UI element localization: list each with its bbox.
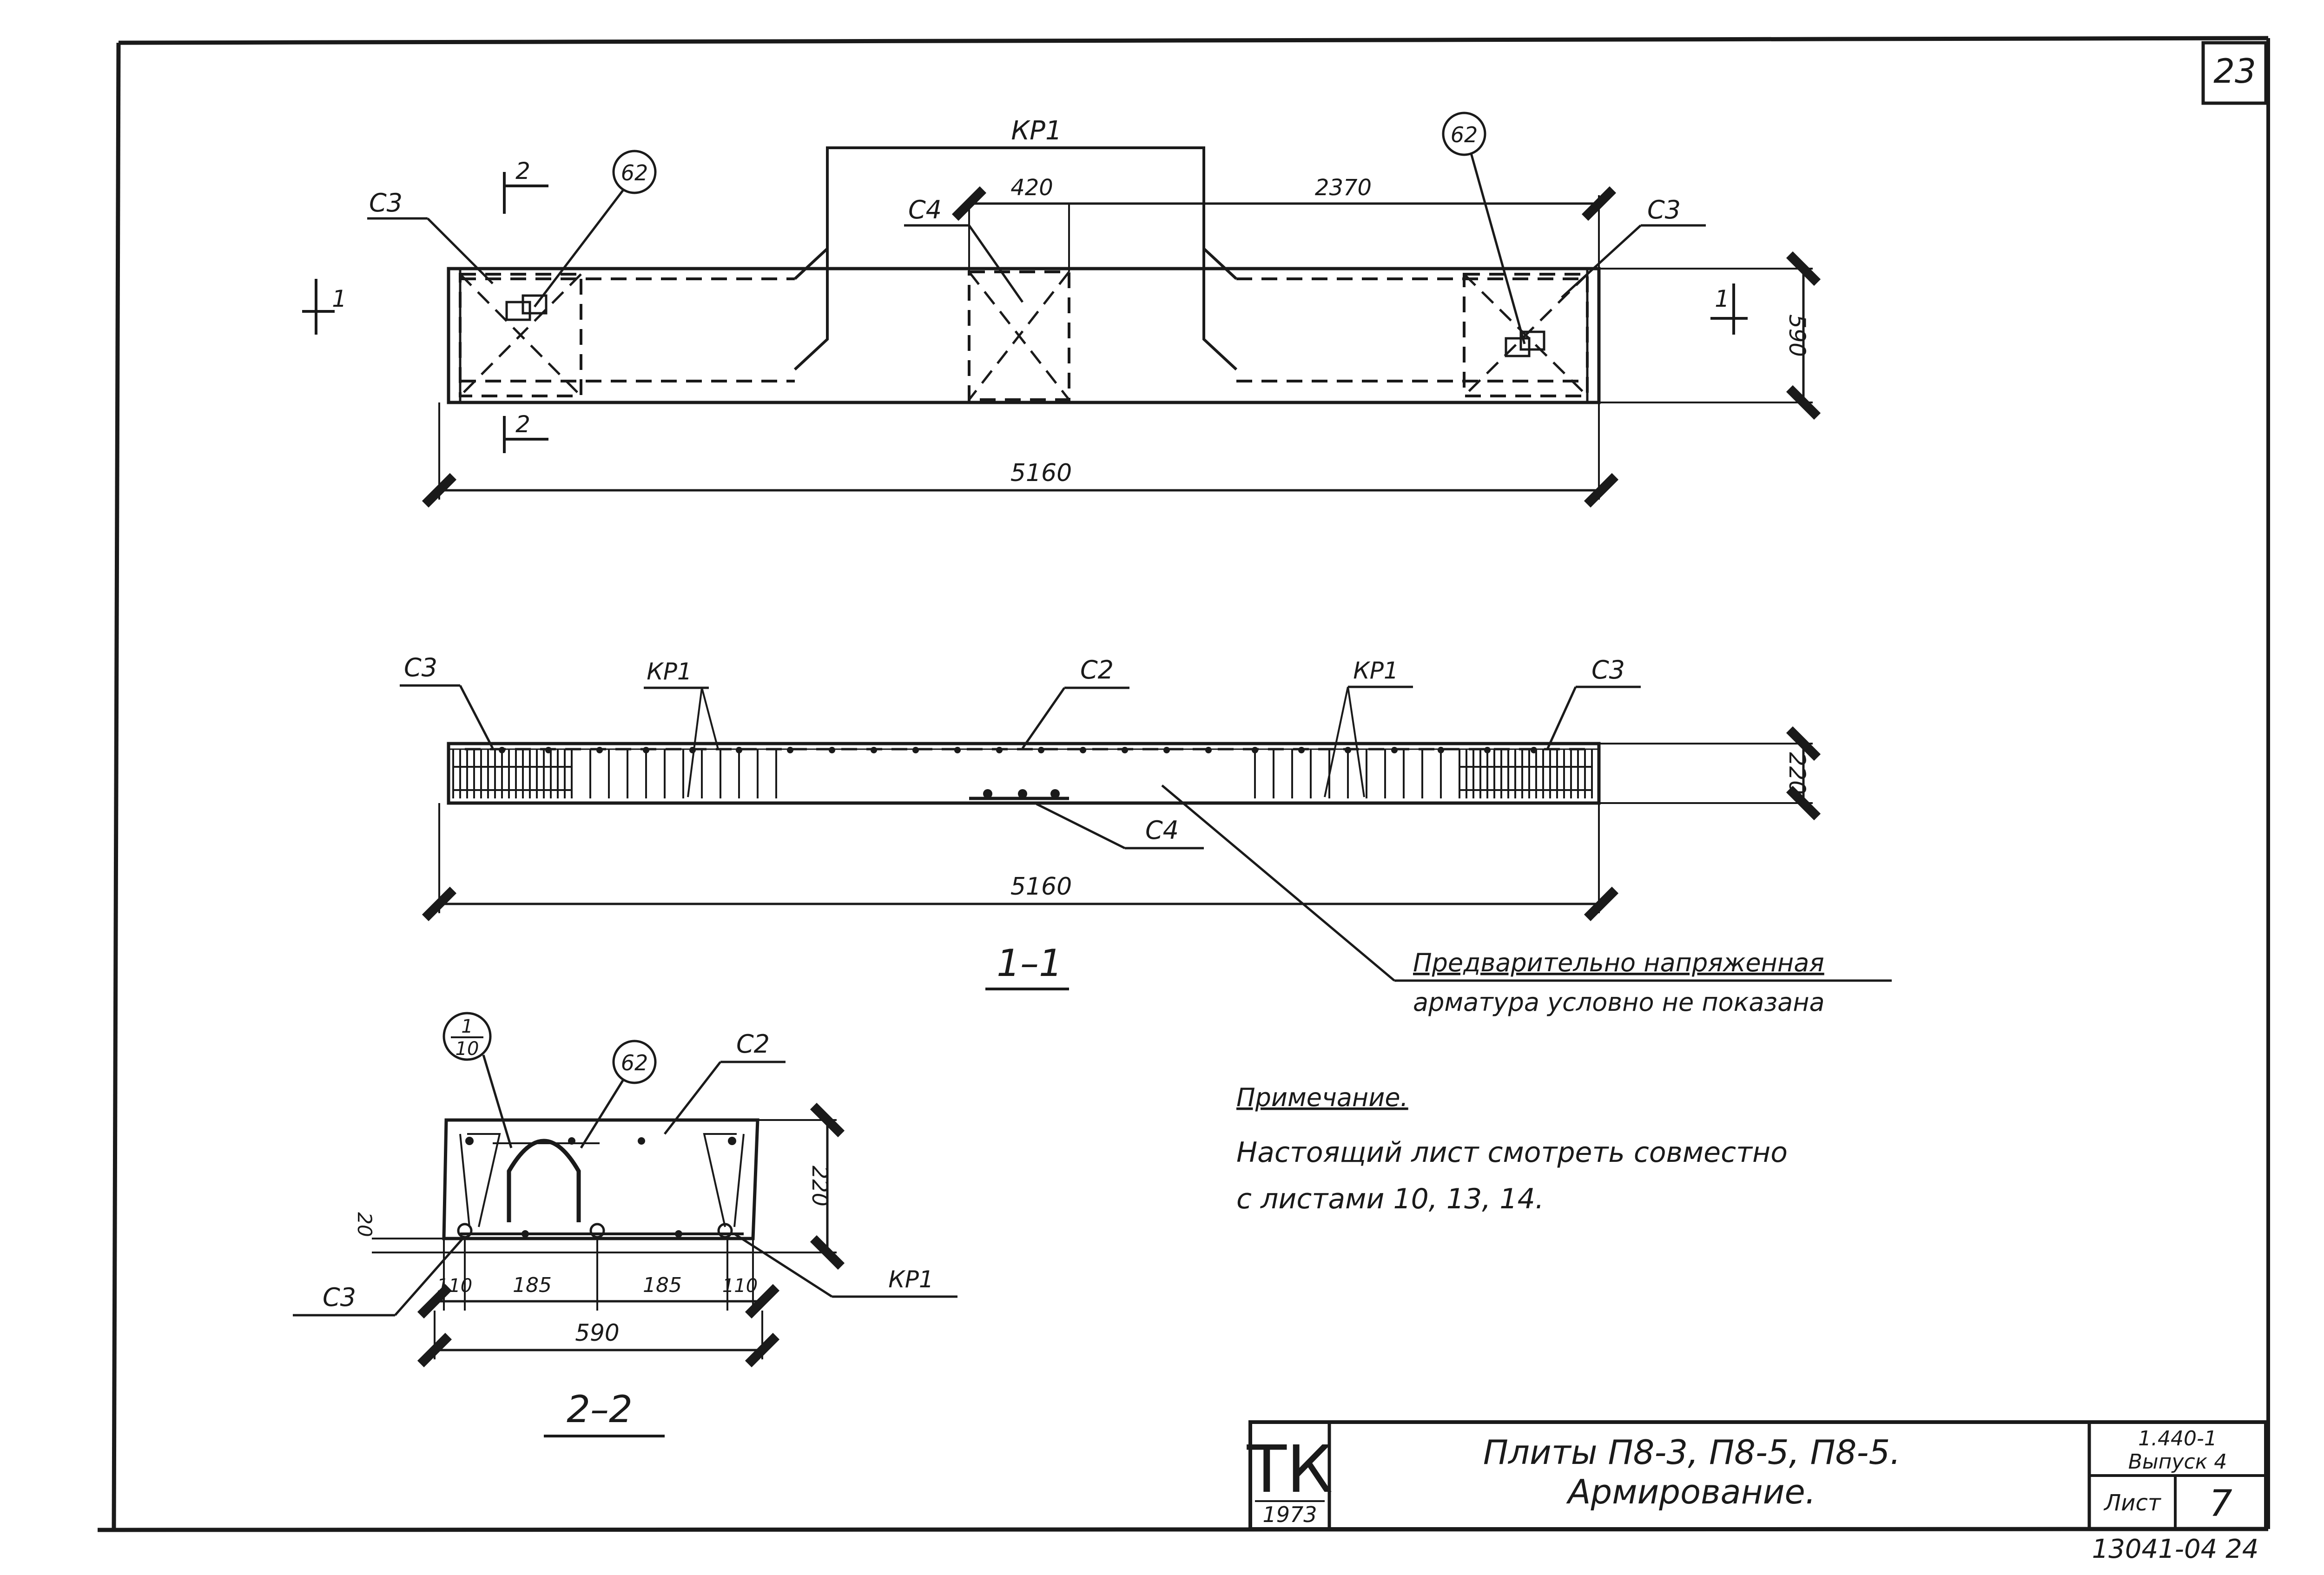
- sheet-label: Лист: [2103, 1490, 2162, 1516]
- plan-section-1-left: 1: [332, 285, 347, 312]
- plan-section-1-right: 1: [1715, 285, 1730, 312]
- plan-dim-5160: 5160: [1010, 459, 1072, 487]
- s22-dim-110-right: 110: [722, 1275, 758, 1297]
- s11-c4-label: С4: [1145, 816, 1179, 845]
- s22-c2-label: С2: [736, 1029, 770, 1059]
- s22-kr1-label: КР1: [888, 1266, 933, 1293]
- archive-number: 13041-04 24: [2092, 1534, 2259, 1564]
- series-code: 1.440-1: [2138, 1427, 2217, 1450]
- s22-mark-62: 62: [621, 1050, 648, 1075]
- sheet-number: 7: [2209, 1483, 2232, 1525]
- note-heading: Примечание.: [1236, 1083, 1408, 1112]
- left-stirrups: [452, 749, 777, 798]
- s22-bar-dots: [465, 1137, 736, 1238]
- note-line1: Настоящий лист смотреть совместно: [1236, 1136, 1788, 1169]
- s22-dim-220: 220: [807, 1166, 832, 1206]
- title-line2: Армирование.: [1566, 1472, 1816, 1511]
- plan-c3-right-label: С3: [1647, 195, 1681, 224]
- plan-kr1-label: КР1: [1011, 116, 1062, 146]
- plan-dim-590: 590: [1784, 314, 1810, 357]
- plan-c4-label: С4: [908, 195, 942, 224]
- plan-dim-420: 420: [1010, 175, 1053, 201]
- plan-c3-left-label: С3: [369, 188, 403, 217]
- s22-dim-110-left: 110: [437, 1275, 472, 1297]
- note-line2: с листами 10, 13, 14.: [1236, 1183, 1544, 1215]
- issue-label: Выпуск 4: [2128, 1450, 2227, 1474]
- right-stirrups: [1254, 749, 1593, 798]
- s22-dim-20: 20: [353, 1212, 376, 1237]
- s11-kr1-left-label: КР1: [647, 658, 692, 685]
- tk-logo: ТК: [1247, 1432, 1333, 1508]
- plan-section-2-bottom: 2: [515, 411, 530, 438]
- s11-note-line1: Предварительно напряженная: [1413, 948, 1824, 977]
- s11-dim-5160: 5160: [1010, 873, 1072, 901]
- note-block: Примечание. Настоящий лист смотреть совм…: [1236, 1083, 1788, 1215]
- tk-year: 1973: [1262, 1502, 1317, 1527]
- s22-ref-top: 1: [461, 1016, 473, 1037]
- corner-number: 23: [2213, 52, 2256, 91]
- s11-kr1-right-label: КР1: [1353, 657, 1398, 684]
- section-2-2: 1 10 62 С2 С3 КР1 220 20 1: [293, 1012, 957, 1437]
- c2-bar-dots: [499, 747, 1537, 753]
- s22-ref-bottom: 10: [456, 1038, 479, 1060]
- s22-title: 2–2: [567, 1388, 633, 1431]
- section-1-1: С3 КР1 С2 КР1 С3 С4 220 5160 1–1: [400, 653, 1892, 1017]
- s22-dim-185-left: 185: [513, 1273, 552, 1297]
- title-block: ТК 1973 Плиты П8-3, П8-5, П8-5. Армирова…: [1247, 1420, 2268, 1564]
- s11-title: 1–1: [997, 942, 1063, 985]
- s11-c3-left-label: С3: [404, 653, 437, 682]
- s11-note-line2: арматура условно не показана: [1413, 988, 1825, 1017]
- plan-mark-62-right: 62: [1451, 122, 1478, 147]
- plan-section-2-top: 2: [515, 158, 530, 185]
- plan-mark-62-left: 62: [621, 160, 648, 185]
- s11-c3-right-label: С3: [1591, 655, 1625, 685]
- title-line1: Плиты П8-3, П8-5, П8-5.: [1483, 1433, 1901, 1472]
- corner-number-box: 23: [2201, 41, 2268, 105]
- s22-dim-185-right: 185: [643, 1273, 682, 1297]
- plan-view: КР1 С3 С3 С4 62 62: [302, 112, 1821, 508]
- s22-c3-label: С3: [323, 1283, 356, 1312]
- plan-dim-2370: 2370: [1315, 175, 1372, 201]
- s11-c2-label: С2: [1080, 655, 1114, 685]
- s11-dim-220: 220: [1784, 752, 1810, 795]
- sheet-frame: [97, 36, 2270, 1532]
- s22-dim-590: 590: [575, 1319, 619, 1346]
